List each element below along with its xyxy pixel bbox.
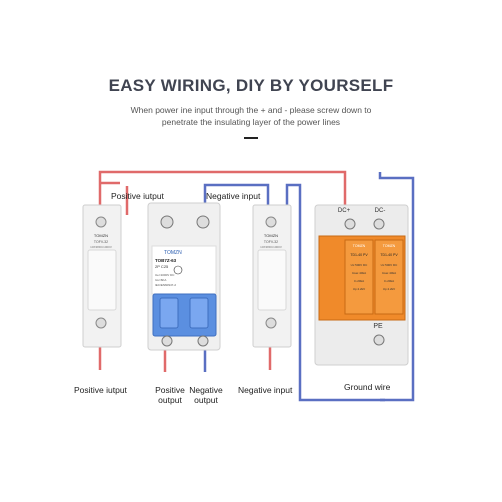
label-bottom-positive-input: Positive iutput — [74, 385, 127, 395]
right-fuse-top-screw-icon — [265, 216, 277, 228]
left-fuse-holder: TOMZN TOFV-32 10X38DC1000V — [82, 204, 122, 348]
spd-right-line-2: Imax 40kA — [382, 271, 396, 275]
breaker-bottom-right-screw-icon — [197, 335, 209, 347]
ground-wire — [378, 172, 415, 402]
dc-breaker: TOMZN TOB7Z-63 2P C25 Ue=1000V DC Icu=6K… — [147, 202, 221, 351]
subtitle: When power ine input through the + and -… — [90, 104, 412, 128]
left-fuse-brand: TOMZN — [94, 233, 108, 238]
left-fuse-top-screw-icon — [95, 216, 107, 228]
breaker-top-left-screw-icon — [160, 215, 174, 229]
spd-left-line-4: Up 2.2kV — [353, 287, 365, 291]
right-fuse-model: TOFV-32 — [264, 240, 278, 244]
breaker-toggle-right[interactable] — [189, 297, 209, 329]
breaker-line-2: Icu=6KA — [155, 278, 166, 282]
subtitle-line-1: When power ine input through the + and -… — [130, 105, 372, 115]
spd-pe-screw-icon — [373, 334, 385, 346]
label-top-negative-input: Negative input — [206, 191, 261, 201]
spd-left-model: TD1-40 PV — [350, 253, 368, 257]
left-fuse-model: TOFV-32 — [94, 240, 108, 244]
positive-input-wire — [98, 170, 347, 215]
breaker-toggle-left[interactable] — [159, 297, 179, 329]
spd-top-right-screw-icon — [373, 218, 385, 230]
left-fuse-spec: 10X38DC1000V — [90, 245, 112, 249]
negative-input-wire — [203, 183, 270, 213]
ce-mark-icon — [173, 265, 183, 275]
breaker-bottom-left-screw-icon — [161, 335, 173, 347]
spd-right-brand: TOMZN — [383, 244, 396, 248]
spd-left-line-2: Imax 40kA — [352, 271, 366, 275]
spd-dc-minus-label: DC- — [375, 208, 386, 214]
positive-output-line-1: Positive — [155, 385, 185, 395]
right-fuse-brand: TOMZN — [264, 233, 278, 238]
spd-right-line-4: Up 2.2kV — [383, 287, 395, 291]
right-fuse-bottom-screw-icon — [265, 317, 277, 329]
breaker-line-1: Ue=1000V DC — [155, 273, 175, 277]
spd-top-left-screw-icon — [344, 218, 356, 230]
right-fuse-holder: TOMZN TOFV-32 10X38DC1000V — [252, 204, 292, 348]
spd-dc-plus-label: DC+ — [338, 208, 351, 214]
spd-module-right: TOMZN TD1-40 PV Uc 500V DC Imax 40kA In … — [374, 239, 404, 315]
left-fuse-bottom-screw-icon — [95, 317, 107, 329]
breaker-brand: TOMZN — [164, 250, 182, 256]
positive-output-line-2: output — [158, 395, 182, 405]
label-top-positive-input: Positive iutput — [111, 191, 164, 201]
spd-left-line-3: In 20kA — [354, 279, 364, 283]
wires — [98, 170, 415, 402]
breaker-line-3: IEC/EN60947-2 — [155, 283, 176, 287]
spd-right-line-1: Uc 500V DC — [381, 263, 399, 267]
spd-right-model: TD1-40 PV — [380, 253, 398, 257]
subtitle-line-2: penetrate the insulating layer of the po… — [161, 117, 341, 127]
label-ground-wire: Ground wire — [344, 382, 391, 392]
spd-left-brand: TOMZN — [353, 244, 366, 248]
title-divider — [244, 137, 258, 139]
surge-protector: DC+ DC- TOMZN TD1-40 PV Uc 500V DC Imax … — [314, 204, 409, 366]
negative-output-line-1: Negative — [189, 385, 223, 395]
page-title: EASY WIRING, DIY BY YOURSELF — [108, 76, 394, 95]
label-bottom-negative-input: Negative input — [238, 385, 293, 395]
spd-left-line-1: Uc 500V DC — [351, 263, 369, 267]
breaker-rating: 2P C25 — [155, 264, 169, 269]
negative-outer-wire — [285, 183, 385, 402]
spd-module-left: TOMZN TD1-40 PV Uc 500V DC Imax 40kA In … — [344, 239, 374, 315]
breaker-model: TOB7Z-63 — [155, 258, 177, 263]
right-fuse-spec: 10X38DC1000V — [260, 245, 282, 249]
negative-output-line-2: output — [194, 395, 218, 405]
label-positive-output: Positive output — [150, 385, 190, 405]
label-negative-output: Negative output — [185, 385, 227, 405]
spd-right-line-3: In 20kA — [384, 279, 394, 283]
breaker-top-right-screw-icon — [196, 215, 210, 229]
pe-label: PE — [373, 323, 383, 330]
